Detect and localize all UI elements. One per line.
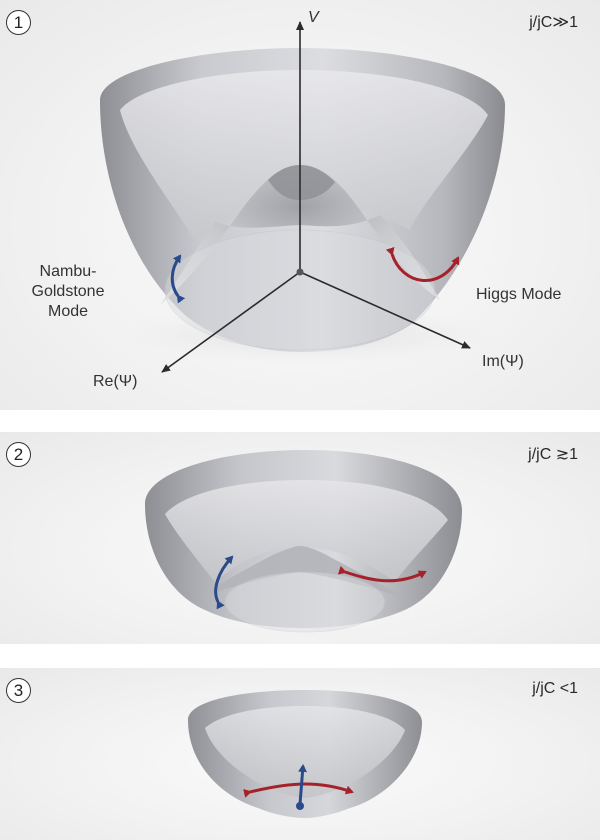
higgs-arrow	[385, 246, 460, 283]
panel-near-critical-current: 2 j/jC ≳1	[0, 432, 600, 644]
re-axis	[161, 271, 301, 373]
goldstone-arrow	[170, 254, 186, 304]
im-axis	[299, 271, 471, 349]
hump-top	[268, 165, 335, 200]
goldstone-label-line2: Goldstone	[31, 283, 105, 300]
mexican-hat-potential-1	[100, 21, 505, 373]
panel-strong-current: 1 j/jC≫1 V Re(Ψ) Im(Ψ) Nambu- Goldstone …	[0, 0, 600, 410]
origin-dot	[296, 268, 304, 276]
inner-rim-surface	[120, 70, 488, 240]
higgs-mode-label: Higgs Mode	[476, 286, 562, 303]
mexican-hat-potential-2	[145, 450, 462, 633]
goldstone-arrow-3	[298, 764, 308, 805]
goldstone-mode-label: Nambu- Goldstone Mode	[18, 262, 118, 322]
trough-brim-2	[224, 571, 386, 633]
central-hump-2	[200, 546, 405, 597]
inner-rim-surface-2	[165, 480, 448, 582]
panel-subcritical-current: 3 j/jC <1	[0, 668, 600, 840]
higgs-arrow-2	[337, 565, 427, 583]
panel-number-badge: 2	[6, 442, 31, 467]
mexican-hat-potential-3	[188, 690, 422, 818]
current-ratio-label: j/jC ≳1	[528, 446, 578, 463]
current-ratio-label: j/jC <1	[532, 680, 578, 697]
goldstone-arrow-2	[214, 555, 234, 610]
minimum-dot	[296, 802, 304, 810]
re-axis-label: Re(Ψ)	[93, 373, 138, 390]
inner-rim-surface-3	[205, 706, 405, 798]
current-ratio-label: j/jC≫1	[529, 14, 578, 31]
goldstone-label-line3: Mode	[47, 303, 89, 320]
panel-number-badge: 3	[6, 678, 31, 703]
higgs-arrow-3	[243, 782, 354, 798]
v-axis-label: V	[308, 9, 319, 26]
im-axis-label: Im(Ψ)	[482, 353, 524, 370]
panel-number-badge: 1	[6, 10, 31, 35]
goldstone-label-line1: Nambu-	[39, 263, 97, 280]
